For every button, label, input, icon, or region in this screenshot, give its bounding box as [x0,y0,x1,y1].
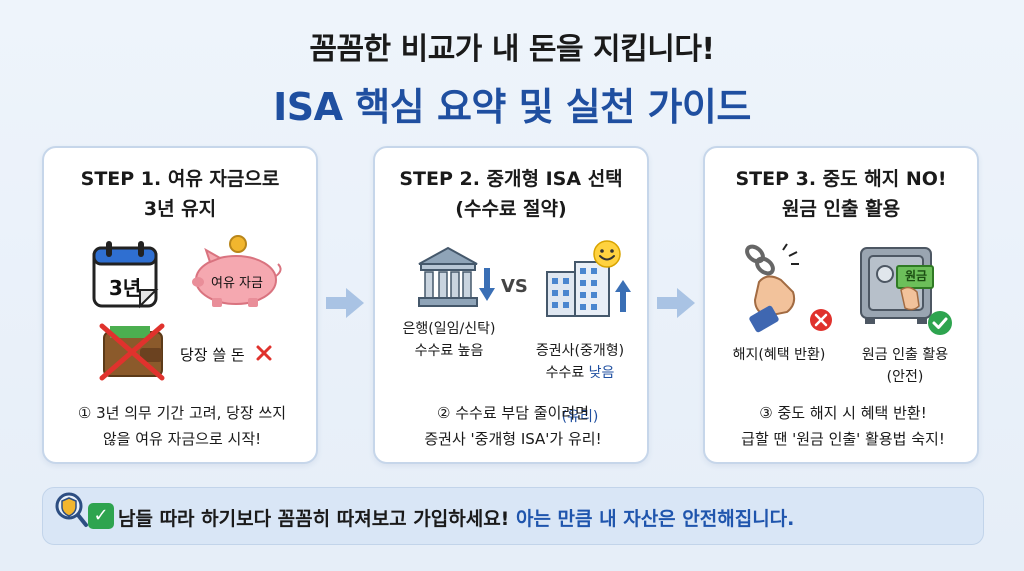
step-1-description: ① 3년 의무 기간 고려, 당장 쓰지 않을 여유 자금으로 시작! [77,404,287,448]
bank-label: 은행(일임/신탁) 수수료 높음 [402,321,496,359]
step-2-title: STEP 2. 중개형 ISA 선택 (수수료 절약) [399,168,623,220]
step-1-card: STEP 1. 여유 자금으로 3년 유지 3년 여유 자금 당장 쓸 돈 ① … [42,146,318,464]
safe-icon [860,247,934,324]
piggy-bank-label: 여유 자금 [211,276,263,291]
up-arrow-icon [615,280,631,312]
step-1-title: STEP 1. 여유 자금으로 3년 유지 [80,168,280,220]
broker-label-advantage: (유리) [561,409,599,425]
step-3-title: STEP 3. 중도 해지 NO! 원금 인출 활용 [735,168,947,220]
summary-banner [42,487,984,545]
page-subtitle: ISA 핵심 요약 및 실천 가이드 [273,85,751,129]
step-3-description: ③ 중도 해지 시 혜택 반환! 급할 땐 '원금 인출' 활용법 숙지! [741,404,945,448]
piggy-bank-icon [192,235,282,307]
office-building-icon [546,261,610,317]
step-3-card: STEP 3. 중도 해지 NO! 원금 인출 활용 원금 해지(혜택 반환) … [703,146,979,464]
cancel-label: 해지(혜택 반환) [732,347,826,363]
down-arrow-icon [479,268,495,301]
cross-icon [99,323,165,381]
check-icon: ✓ [88,503,114,529]
small-cross-icon [256,345,272,361]
money-label: 원금 [904,269,928,283]
summary-text: 남들 따라 하기보다 꼼꼼히 따져보고 가입하세요! 아는 만큼 내 자산은 안… [118,504,794,531]
summary-text-highlight: 아는 만큼 내 자산은 안전해집니다. [515,508,795,530]
vs-label: VS [501,276,528,297]
broker-label: 증권사(중개형) 수수료 낮음 (유리) [515,318,645,428]
broker-label-main: 증권사(중개형) 수수료 [535,343,625,381]
cross-circle-icon [810,309,832,331]
step-2-card: STEP 2. 중개형 ISA 선택 (수수료 절약) VS [373,146,649,464]
right-arrow-icon [326,288,364,318]
withdraw-label: 원금 인출 활용 (안전) [861,347,949,385]
right-arrow-icon [657,288,695,318]
calendar-icon [92,241,159,309]
calendar-label: 3년 [108,276,142,300]
summary-text-main: 남들 따라 하기보다 꼼꼼히 따져보고 가입하세요! [118,508,516,530]
page-title: 꼼꼼한 비교가 내 돈을 지킵니다! [309,32,715,67]
smile-icon [593,240,621,268]
magnifier-shield-icon [55,492,88,527]
check-circle-icon [928,311,952,335]
bank-icon [418,246,478,307]
step-2-description: ② 수수료 부담 줄이려면 증권사 '중개형 ISA'가 유리! [424,404,602,448]
wallet-label: 당장 쓸 돈 [180,346,245,364]
broken-chain-icon [745,243,799,333]
broker-label-highlight: 낮음 [588,365,615,381]
